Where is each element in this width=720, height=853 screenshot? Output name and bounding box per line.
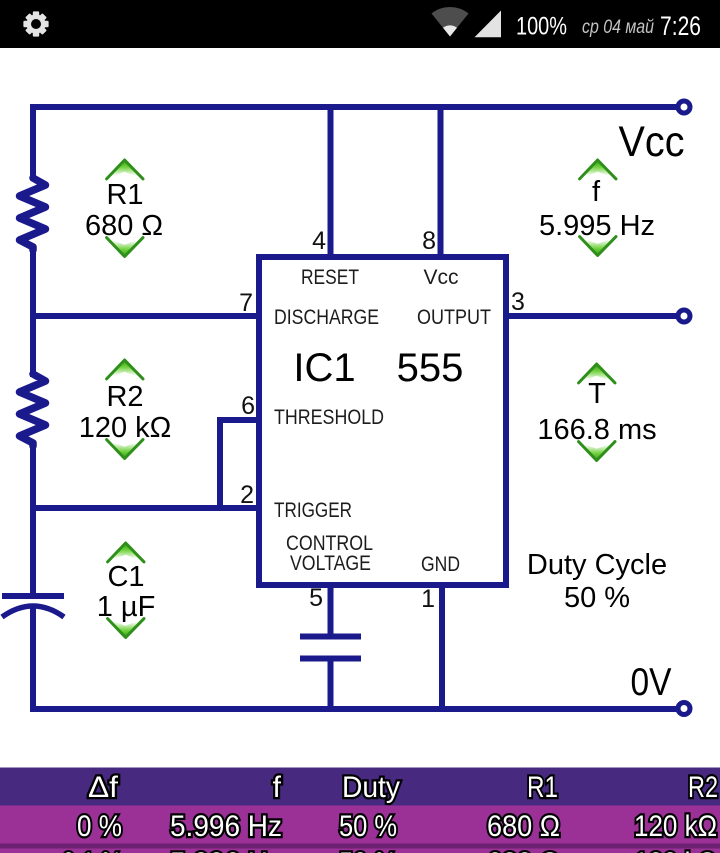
svg-text:6: 6 bbox=[241, 392, 255, 420]
svg-text:1: 1 bbox=[421, 585, 435, 613]
svg-text:120 kΩ: 120 kΩ bbox=[634, 847, 717, 853]
svg-text:C1: C1 bbox=[107, 561, 144, 593]
svg-text:Vcc: Vcc bbox=[424, 265, 459, 289]
svg-text:0V: 0V bbox=[631, 661, 672, 704]
svg-text:0.1 %: 0.1 % bbox=[62, 847, 122, 853]
svg-text:100%: 100% bbox=[516, 13, 567, 41]
svg-text:DISCHARGE: DISCHARGE bbox=[274, 305, 379, 329]
svg-text:IC1: IC1 bbox=[293, 346, 355, 390]
svg-text:GND: GND bbox=[421, 552, 460, 576]
svg-text:0 %: 0 % bbox=[77, 810, 122, 843]
svg-text:1 µF: 1 µF bbox=[97, 591, 156, 623]
svg-text:50 %: 50 % bbox=[564, 582, 630, 614]
svg-text:555: 555 bbox=[397, 346, 464, 390]
svg-text:3: 3 bbox=[511, 288, 525, 316]
svg-text:T: T bbox=[588, 378, 606, 410]
svg-text:50 %: 50 % bbox=[339, 847, 397, 853]
svg-text:CONTROL: CONTROL bbox=[286, 531, 373, 555]
svg-text:R2: R2 bbox=[688, 771, 718, 804]
svg-text:OUTPUT: OUTPUT bbox=[417, 305, 491, 329]
svg-text:5: 5 bbox=[309, 584, 323, 612]
svg-text:TRIGGER: TRIGGER bbox=[274, 498, 352, 522]
svg-text:7: 7 bbox=[239, 289, 253, 317]
svg-text:R2: R2 bbox=[106, 381, 143, 413]
svg-text:R1: R1 bbox=[106, 179, 143, 211]
svg-text:7:26: 7:26 bbox=[660, 11, 701, 41]
svg-text:120 kΩ: 120 kΩ bbox=[634, 810, 717, 843]
svg-text:f: f bbox=[592, 176, 601, 208]
svg-text:5.996 Hz: 5.996 Hz bbox=[170, 847, 282, 853]
svg-text:680 Ω: 680 Ω bbox=[487, 810, 560, 843]
svg-text:4: 4 bbox=[312, 227, 326, 255]
svg-text:Δf: Δf bbox=[88, 771, 119, 804]
svg-text:2: 2 bbox=[240, 481, 254, 509]
svg-text:680 Ω: 680 Ω bbox=[85, 210, 163, 242]
svg-text:f: f bbox=[273, 771, 282, 804]
svg-text:50 %: 50 % bbox=[339, 810, 397, 843]
svg-text:166.8 ms: 166.8 ms bbox=[537, 414, 656, 446]
svg-text:5.995 Hz: 5.995 Hz bbox=[539, 210, 655, 242]
svg-text:RESET: RESET bbox=[301, 265, 359, 289]
svg-text:680 Ω: 680 Ω bbox=[487, 847, 560, 853]
svg-text:R1: R1 bbox=[527, 771, 558, 804]
svg-text:8: 8 bbox=[422, 227, 436, 255]
svg-text:THRESHOLD: THRESHOLD bbox=[274, 405, 384, 429]
svg-text:5.996 Hz: 5.996 Hz bbox=[170, 810, 282, 843]
svg-text:Vcc: Vcc bbox=[619, 118, 685, 166]
svg-text:Duty: Duty bbox=[342, 771, 400, 804]
svg-text:120 kΩ: 120 kΩ bbox=[79, 412, 172, 444]
svg-text:ср 04 май: ср 04 май bbox=[582, 16, 654, 38]
svg-text:VOLTAGE: VOLTAGE bbox=[290, 551, 371, 575]
svg-text:Duty Cycle: Duty Cycle bbox=[527, 549, 667, 581]
